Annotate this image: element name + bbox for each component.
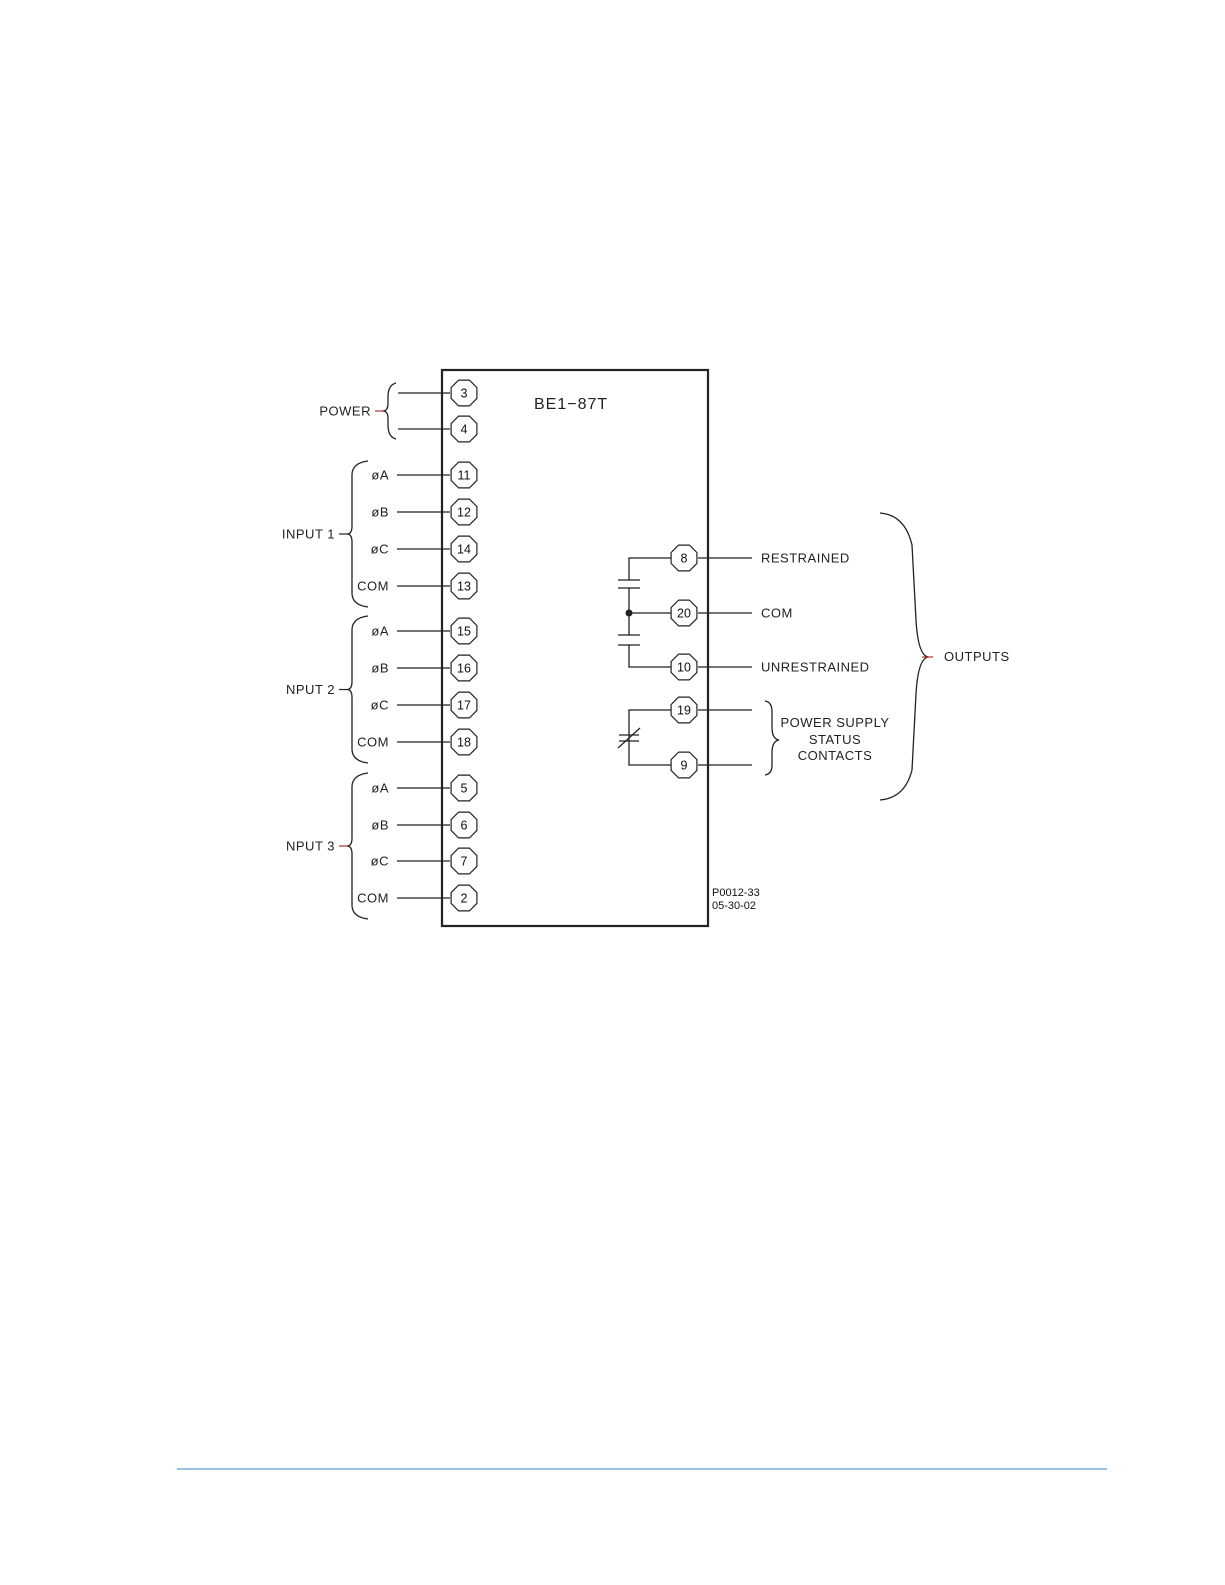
input-2-1-terminal-number: 16: [457, 662, 471, 676]
input-1-3-terminal-number: 13: [457, 580, 471, 594]
group-label: NPUT 2: [286, 682, 335, 697]
terminal-label: øC: [371, 854, 389, 869]
terminal-label: øC: [371, 698, 389, 713]
junction-dot: [626, 610, 633, 617]
input-0-1-terminal-number: 4: [461, 423, 468, 437]
outputs-label: OUTPUTS: [944, 649, 1010, 664]
terminal-label: øB: [371, 505, 389, 520]
output-contacts: [618, 558, 672, 765]
status-bracket: [765, 701, 779, 775]
drawing-id: P0012-33: [712, 887, 760, 899]
output-1-terminal-number: 20: [677, 607, 691, 621]
input-1-0-terminal-number: 11: [458, 469, 471, 483]
input-2-0-terminal-number: 15: [457, 625, 471, 639]
group-label: NPUT 3: [286, 839, 335, 854]
input-2-2-terminal-number: 17: [457, 699, 471, 713]
terminal-label: øC: [371, 542, 389, 557]
input-3-2-terminal-number: 7: [461, 855, 468, 869]
terminal-label: øA: [371, 468, 389, 483]
terminal-label: øA: [371, 624, 389, 639]
device-box: [442, 370, 708, 926]
input-2-3-terminal-number: 18: [457, 736, 471, 750]
input-0-0-terminal-number: 3: [461, 387, 468, 401]
group-bracket: [383, 383, 396, 439]
output-2-terminal-number: 10: [677, 661, 691, 675]
outputs-bracket: [880, 513, 928, 800]
terminal-label: øB: [371, 818, 389, 833]
output-label: COM: [761, 606, 793, 621]
drawing-date: 05-30-02: [712, 900, 756, 912]
terminal-label: COM: [357, 579, 389, 594]
status-label-line-3: CONTACTS: [798, 748, 873, 763]
status-0-terminal-number: 19: [677, 704, 691, 718]
input-1-2-terminal-number: 14: [457, 543, 471, 557]
output-label: UNRESTRAINED: [761, 660, 870, 675]
input-1-1-terminal-number: 12: [457, 506, 471, 520]
terminal-label: øB: [371, 661, 389, 676]
input-3-1-terminal-number: 6: [461, 819, 468, 833]
terminal-label: COM: [357, 891, 389, 906]
group-label: INPUT 1: [282, 527, 335, 542]
terminal-label: COM: [357, 735, 389, 750]
input-3-3-terminal-number: 2: [461, 892, 468, 906]
input-3-0-terminal-number: 5: [461, 782, 468, 796]
output-label: RESTRAINED: [761, 551, 850, 566]
output-0-terminal-number: 8: [681, 552, 688, 566]
status-label-line-2: STATUS: [809, 732, 861, 747]
device-title: BE1−87T: [534, 396, 608, 413]
terminal-label: øA: [371, 781, 389, 796]
status-1-terminal-number: 9: [681, 759, 688, 773]
status-label-line-1: POWER SUPPLY: [780, 715, 889, 730]
group-label: POWER: [319, 404, 371, 419]
